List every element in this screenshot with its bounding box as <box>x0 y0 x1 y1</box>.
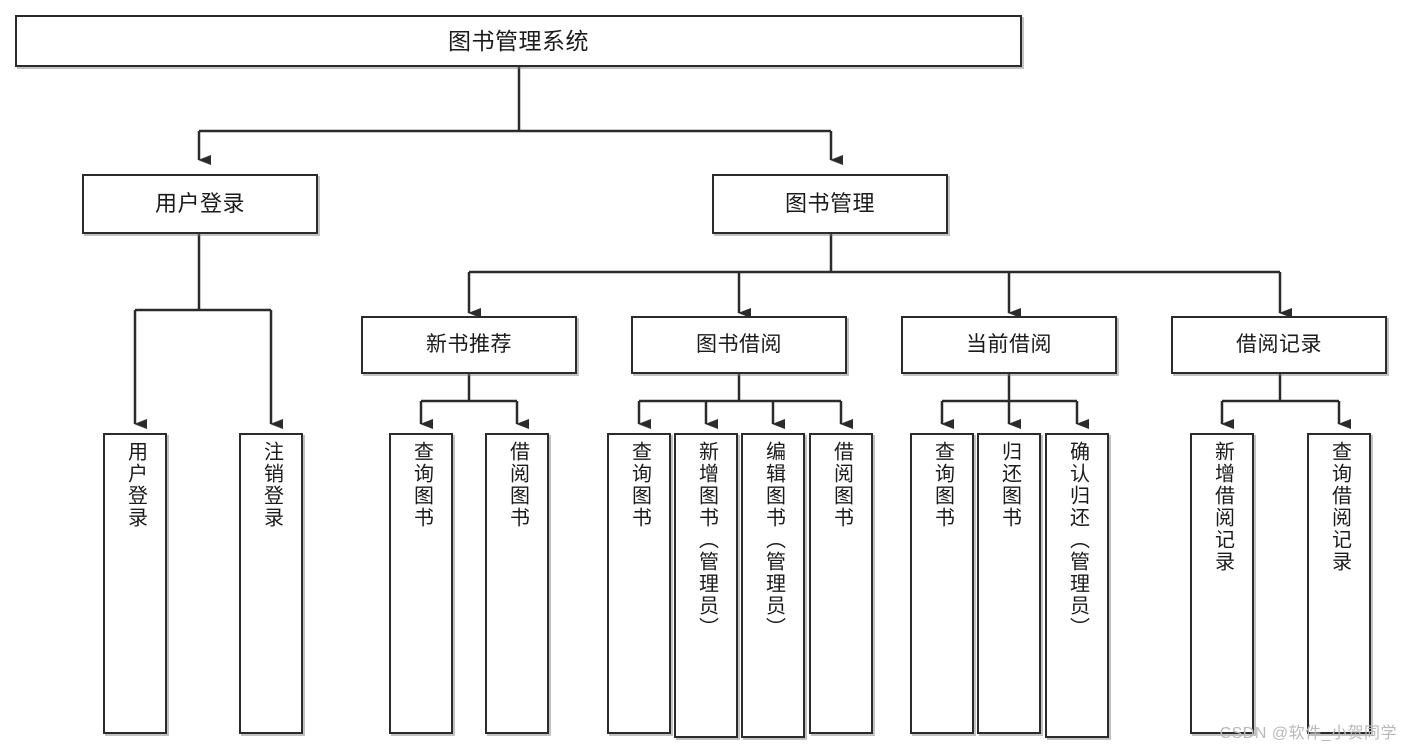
node-book-management[interactable]: 图书管理 <box>712 174 948 234</box>
node-leaf-logout[interactable]: 注销登录 <box>239 433 303 734</box>
node-label: 图书管理系统 <box>448 27 589 54</box>
node-label: 确认归还（管理员） <box>1066 441 1089 639</box>
node-label: 借阅记录 <box>1236 332 1322 356</box>
node-leaf-record-query-record[interactable]: 查询借阅记录 <box>1307 433 1371 734</box>
node-borrow-record[interactable]: 借阅记录 <box>1171 316 1387 374</box>
node-label: 图书借阅 <box>696 332 782 356</box>
node-book-borrow[interactable]: 图书借阅 <box>631 316 847 374</box>
node-label: 查询借阅记录 <box>1328 441 1351 573</box>
node-leaf-newbook-query-book[interactable]: 查询图书 <box>389 433 453 734</box>
node-label: 注销登录 <box>260 441 283 529</box>
node-new-book-recommend[interactable]: 新书推荐 <box>361 316 577 374</box>
node-current-borrow[interactable]: 当前借阅 <box>901 316 1117 374</box>
node-label: 当前借阅 <box>966 332 1052 356</box>
node-leaf-user-login[interactable]: 用户登录 <box>103 433 167 734</box>
node-label: 新书推荐 <box>426 332 512 356</box>
node-label: 查询图书 <box>628 441 651 529</box>
node-leaf-current-query-book[interactable]: 查询图书 <box>910 433 974 734</box>
node-label: 借阅图书 <box>830 441 853 529</box>
node-label: 新增借阅记录 <box>1211 441 1234 573</box>
node-label: 查询图书 <box>931 441 954 529</box>
node-leaf-borrow-query-book[interactable]: 查询图书 <box>607 433 671 734</box>
node-label: 用户登录 <box>124 441 147 529</box>
node-leaf-current-confirm-return-admin[interactable]: 确认归还（管理员） <box>1045 433 1109 738</box>
node-label: 归还图书 <box>998 441 1021 529</box>
node-user-login[interactable]: 用户登录 <box>82 174 318 234</box>
node-leaf-newbook-borrow-book[interactable]: 借阅图书 <box>485 433 549 734</box>
node-label: 编辑图书（管理员） <box>762 441 785 639</box>
node-leaf-borrow-edit-book-admin[interactable]: 编辑图书（管理员） <box>741 433 805 738</box>
node-label: 新增图书（管理员） <box>695 441 718 639</box>
node-label: 借阅图书 <box>506 441 529 529</box>
node-label: 查询图书 <box>410 441 433 529</box>
node-leaf-current-return-book[interactable]: 归还图书 <box>977 433 1041 734</box>
node-leaf-borrow-lend-book[interactable]: 借阅图书 <box>809 433 873 734</box>
node-root-book-management-system[interactable]: 图书管理系统 <box>15 15 1022 67</box>
node-leaf-borrow-add-book-admin[interactable]: 新增图书（管理员） <box>674 433 738 738</box>
node-leaf-record-add-record[interactable]: 新增借阅记录 <box>1190 433 1254 734</box>
node-label: 用户登录 <box>154 191 245 217</box>
node-label: 图书管理 <box>784 191 875 217</box>
